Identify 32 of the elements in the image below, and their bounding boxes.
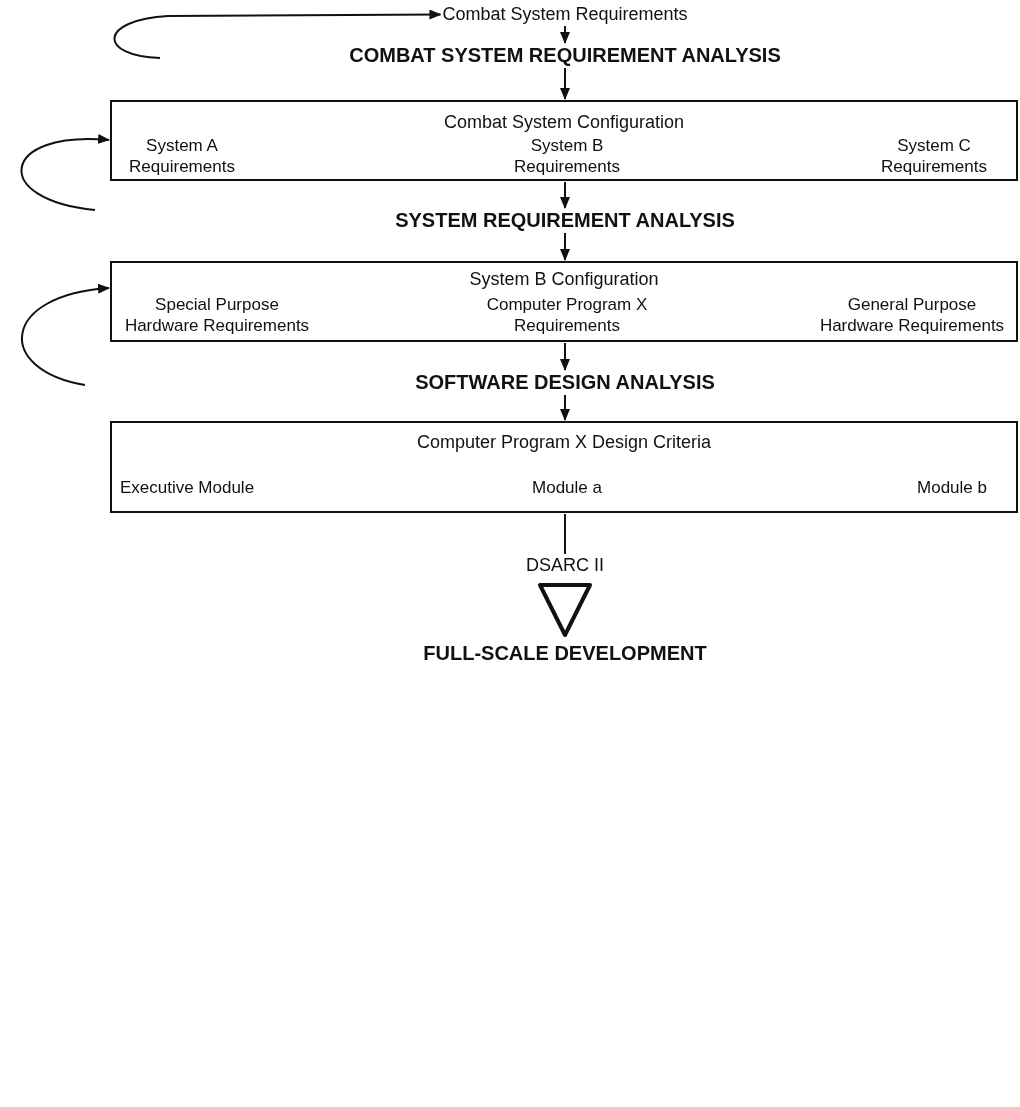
- requirement-label: Module a: [507, 477, 627, 499]
- arrow: [560, 25, 570, 44]
- requirement-label: General Purpose Hardware Requirements: [814, 294, 1010, 337]
- requirements-panel: [110, 261, 1018, 342]
- requirement-label: Module b: [902, 477, 1002, 499]
- connector-line: [564, 513, 566, 555]
- requirement-label: Computer Program X Requirements: [477, 294, 657, 337]
- requirement-label: Executive Module: [102, 477, 272, 499]
- panel-heading: System B Configuration: [468, 269, 660, 290]
- flow-label: DSARC II: [526, 555, 604, 576]
- phase-heading: COMBAT SYSTEM REQUIREMENT ANALYSIS: [349, 44, 781, 67]
- arrow: [560, 181, 570, 209]
- arrow: [560, 232, 570, 261]
- milestone-triangle: [537, 582, 593, 638]
- arrow: [560, 67, 570, 100]
- panel-heading: Combat System Configuration: [442, 112, 686, 133]
- requirement-label: System A Requirements: [107, 135, 257, 178]
- panel-heading: Computer Program X Design Criteria: [415, 432, 713, 453]
- requirements-panel: [110, 421, 1018, 513]
- flow-label: Combat System Requirements: [442, 4, 688, 25]
- requirement-label: System B Requirements: [492, 135, 642, 178]
- feedback-arrow: [20, 134, 110, 211]
- phase-heading: SYSTEM REQUIREMENT ANALYSIS: [395, 209, 735, 232]
- requirements-panel: [110, 100, 1018, 181]
- arrow: [560, 342, 570, 371]
- requirement-label: System C Requirements: [859, 135, 1009, 178]
- feedback-arrow: [113, 9, 442, 59]
- arrow: [560, 394, 570, 421]
- phase-heading: SOFTWARE DESIGN ANALYSIS: [415, 371, 715, 394]
- phase-heading: FULL-SCALE DEVELOPMENT: [423, 642, 707, 665]
- requirement-label: Special Purpose Hardware Requirements: [119, 294, 315, 337]
- feedback-arrow: [21, 284, 110, 386]
